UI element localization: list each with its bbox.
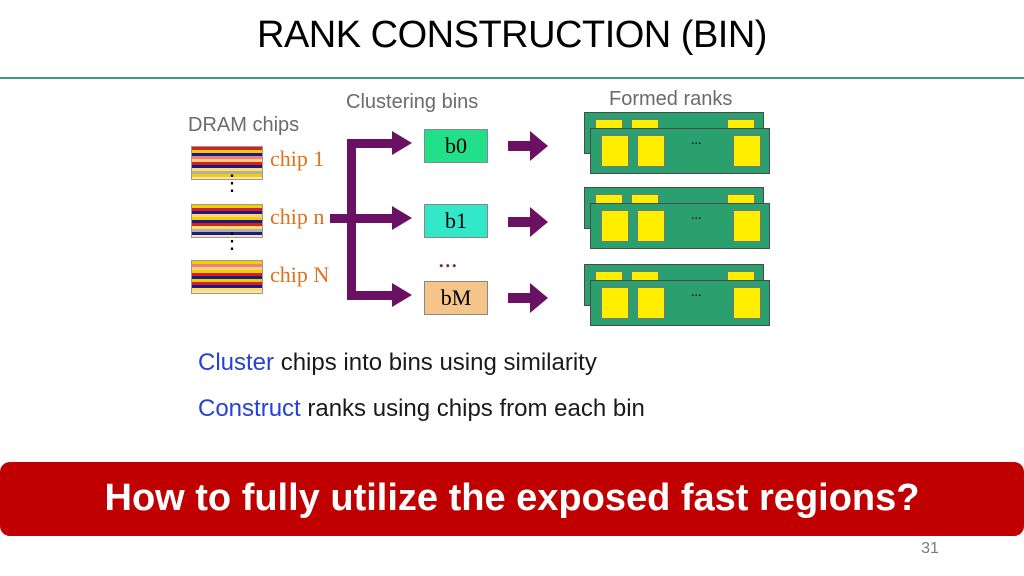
chip-n-label: chip n [270,204,325,229]
rank-board-2: ... [590,203,770,249]
bullet-cluster: Cluster chips into bins using similarity [198,349,597,377]
rank-board: ... [590,128,770,174]
formed-ranks-label: Formed ranks [609,88,733,110]
title-divider [0,77,1024,79]
clustering-bins-label: Clustering bins [346,91,479,113]
bullet-cluster-keyword: Cluster [198,349,275,376]
question-banner-text: How to fully utilize the exposed fast re… [104,477,920,519]
question-banner [0,462,1024,536]
bullet-construct-keyword: Construct [198,395,301,422]
slide-title: RANK CONSTRUCTION (BIN) [257,14,767,56]
rank-board-3: ... [590,280,770,326]
bin-bM-arrow-icon [508,283,548,313]
bullet-cluster-text: chips into bins using similarity [274,349,597,376]
bins-ellipsis: ... [438,244,458,273]
rank-ellipsis-2: ... [691,208,702,223]
rank-ellipsis: ... [691,133,702,148]
bullet-construct: Construct ranks using chips from each bi… [198,395,645,423]
chips-vertical-ellipsis-2: ⋮ [221,228,243,253]
chip-n-icon [191,204,263,238]
chip-N-icon [191,260,263,294]
chip-1-icon [191,146,263,180]
rank-ellipsis-3: ... [691,285,702,300]
page-number: 31 [921,540,939,557]
bin-b1: b1 [424,204,488,238]
chips-vertical-ellipsis: ⋮ [221,170,243,195]
bin-b0-arrow-icon [508,131,548,161]
bin-b0: b0 [424,129,488,163]
bin-b1-arrow-icon [508,207,548,237]
clustering-fork-arrow [330,131,412,307]
chip-N-label: chip N [270,262,330,287]
bullet-construct-text: ranks using chips from each bin [300,395,645,422]
chip-1-label: chip 1 [270,146,325,171]
bin-bM: bM [424,281,488,315]
dram-chips-label: DRAM chips [188,114,300,136]
